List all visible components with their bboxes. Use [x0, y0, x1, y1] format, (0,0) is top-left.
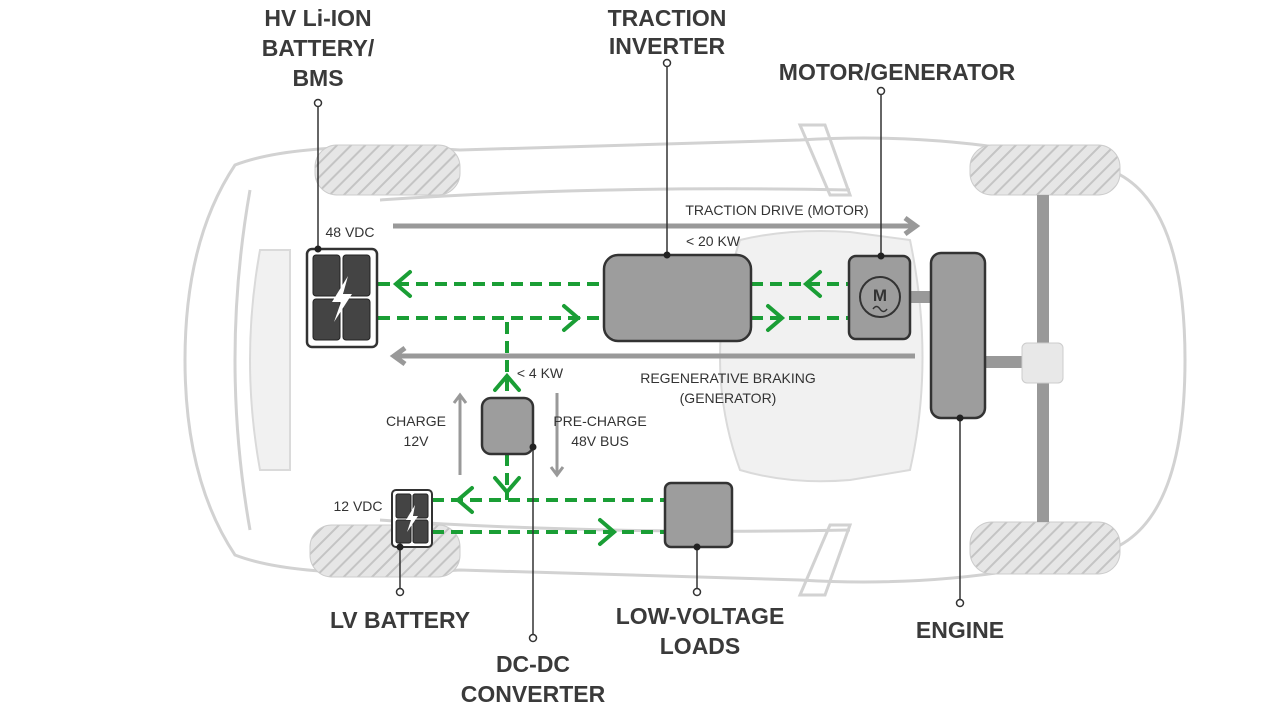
regen-braking-arrow	[389, 345, 915, 367]
label-line: TRACTION	[608, 5, 727, 31]
battery-bolt-icon	[332, 276, 352, 322]
label-line: INVERTER	[609, 33, 726, 59]
label-lv-battery: LV BATTERY	[330, 607, 470, 633]
battery-bolt-icon	[406, 505, 418, 532]
regen-label: (GENERATOR)	[680, 390, 777, 406]
wheel-front-right	[969, 144, 1121, 196]
low-voltage-loads-box	[663, 481, 734, 549]
hv-voltage: 48 VDC	[325, 224, 374, 240]
label-line: HV Li-ION	[264, 5, 371, 31]
wheel-rear-right	[969, 521, 1121, 575]
inverter-power: < 20 KW	[686, 233, 741, 249]
traction-drive-label: TRACTION DRIVE (MOTOR)	[685, 202, 868, 218]
label-dcdc-converter: DC-DC CONVERTER	[461, 651, 606, 707]
precharge-label: PRE-CHARGE	[553, 413, 646, 429]
label-engine: ENGINE	[916, 617, 1004, 643]
label-line: BMS	[292, 65, 343, 91]
charge-arrow	[452, 392, 468, 475]
drive-axle	[910, 195, 1064, 522]
lv-voltage: 12 VDC	[333, 498, 382, 514]
traction-inverter-box	[602, 253, 753, 343]
label-line: LOADS	[660, 633, 741, 659]
label-line: CONVERTER	[461, 681, 606, 707]
leader-lines	[313, 58, 965, 643]
label-motor-generator: MOTOR/GENERATOR	[779, 59, 1016, 85]
engine-box	[929, 251, 987, 420]
charge-label: CHARGE	[386, 413, 446, 429]
label-hv-battery: HV Li-ION BATTERY/ BMS	[262, 5, 375, 91]
lv-battery	[391, 489, 433, 548]
label-line: DC-DC	[496, 651, 570, 677]
hv-battery	[305, 247, 379, 349]
precharge-arrow	[549, 393, 565, 478]
label-traction-inverter: TRACTION INVERTER	[608, 5, 727, 59]
traction-drive-arrow	[393, 215, 921, 237]
label-line: LOW-VOLTAGE	[616, 603, 785, 629]
motor-symbol: M	[873, 286, 887, 305]
power-flow-lines	[378, 270, 849, 546]
precharge-label: 48V BUS	[571, 433, 629, 449]
regen-label: REGENERATIVE BRAKING	[640, 370, 816, 386]
label-low-voltage-loads: LOW-VOLTAGE LOADS	[616, 603, 785, 659]
charge-label: 12V	[404, 433, 430, 449]
wheel-front-left	[314, 144, 461, 196]
dcdc-converter-box	[480, 396, 535, 456]
label-line: BATTERY/	[262, 35, 375, 61]
motor-icon: M	[859, 276, 901, 318]
motor-generator-box: M	[847, 254, 912, 341]
dcdc-power: < 4 KW	[517, 365, 564, 381]
